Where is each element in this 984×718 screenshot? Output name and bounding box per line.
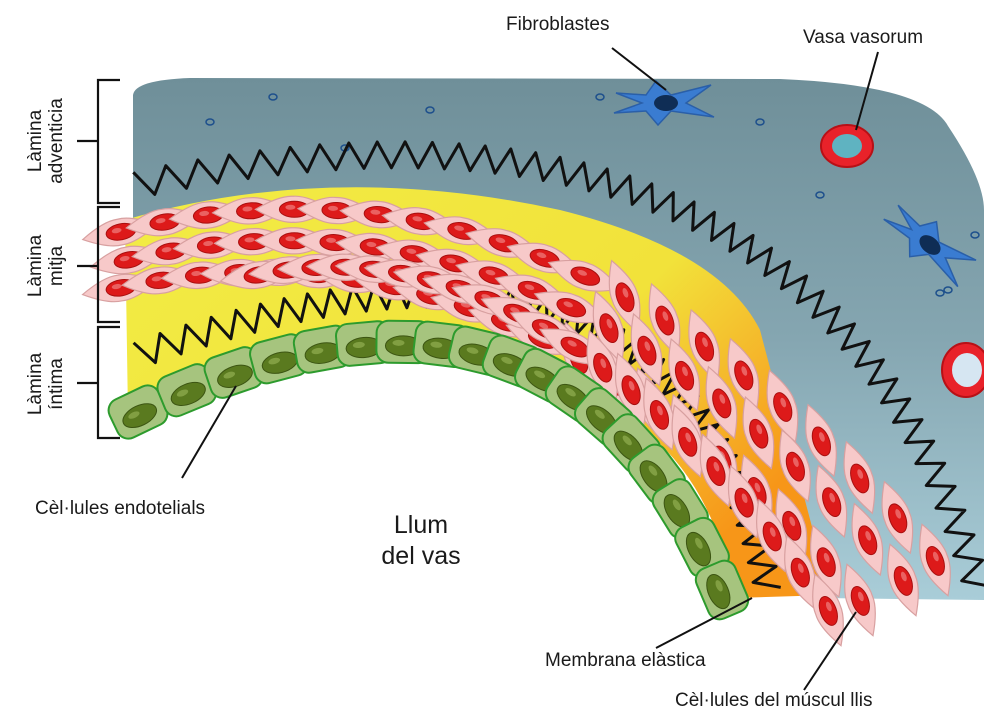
fibroblasts-label: Fibroblastes [506, 14, 610, 36]
vasa-vasorum-label: Vasa vasorum [803, 27, 923, 49]
media-label-line1: Làmina [25, 235, 46, 297]
media-label: Làmina mitja [25, 235, 67, 297]
intima-label: Làmina íntima [25, 353, 67, 415]
lumen-label-line1: Llum [346, 510, 496, 541]
adventitia-label: Làmina adventicia [25, 98, 67, 184]
vessel-lumen-label: Llum del vas [346, 510, 496, 572]
lumen-label-line2: del vas [346, 541, 496, 572]
intima-label-line1: Làmina [25, 353, 46, 415]
elastic-membrane-label: Membrana elàstica [545, 650, 706, 672]
smooth-muscle-label: Cèl·lules del múscul llis [675, 690, 872, 712]
intima-label-line2: íntima [46, 353, 67, 415]
adventitia-label-line2: adventicia [46, 98, 67, 184]
endothelial-cells-label: Cèl·lules endotelials [35, 498, 205, 520]
adventitia-label-line1: Làmina [25, 98, 46, 184]
media-label-line2: mitja [46, 235, 67, 297]
